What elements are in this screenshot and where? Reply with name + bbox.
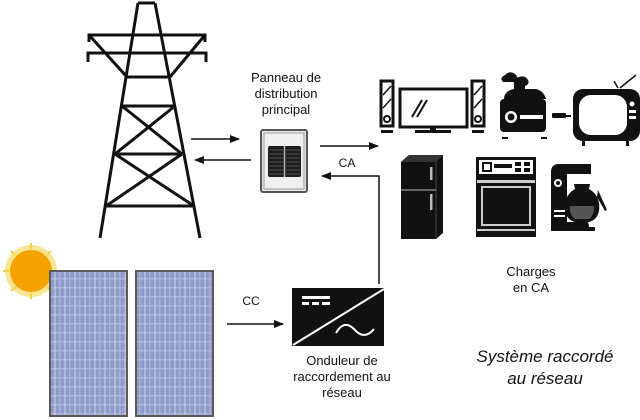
tv-icon xyxy=(573,74,640,146)
inverter-label-line-3: réseau xyxy=(322,385,362,400)
home-theater-icon xyxy=(379,79,486,133)
solar-panel-icon xyxy=(49,270,214,417)
panel-label-line-2: distribution xyxy=(254,86,318,101)
ac-flow-label: CA xyxy=(338,156,356,170)
inverter-label: Onduleur de raccordement au réseau xyxy=(287,353,397,401)
diagram-title-line-1: Système raccordé xyxy=(476,347,614,366)
coffee-maker-icon xyxy=(551,164,607,231)
oven-icon xyxy=(476,157,536,237)
inverter-label-line-1: Onduleur de xyxy=(306,353,378,368)
panel-label-line-1: Panneau de xyxy=(250,70,322,85)
panel-label-line-3: principal xyxy=(261,102,311,117)
loads-label-line-1: Charges xyxy=(506,264,556,279)
diagram-title: Système raccordé au réseau xyxy=(455,346,635,390)
panel-label: Panneau de distribution principal xyxy=(236,70,336,118)
fridge-icon xyxy=(401,155,443,239)
inverter-icon xyxy=(292,288,385,346)
breaker-panel-icon xyxy=(260,129,308,193)
sun-icon xyxy=(3,243,59,299)
inverter-label-line-2: raccordement au xyxy=(293,369,391,384)
dc-flow-label: CC xyxy=(242,294,260,308)
diagram-title-line-2: au réseau xyxy=(507,369,583,388)
flow-arrow-inverter-to-panel xyxy=(321,172,380,284)
pylon-icon xyxy=(86,1,208,239)
loads-label: Charges en CA xyxy=(491,264,571,296)
toaster-icon xyxy=(500,72,571,139)
loads-label-line-2: en CA xyxy=(512,280,550,295)
